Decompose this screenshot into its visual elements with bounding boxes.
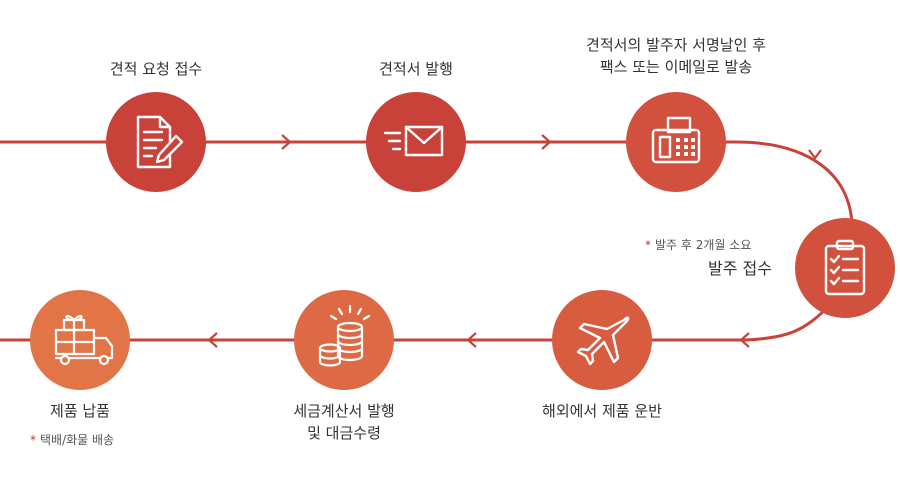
step-quote-label: 견적서 발행 [379, 58, 453, 80]
step-request-node [106, 92, 206, 192]
chevron-right-icon [281, 134, 292, 150]
chevron-left-icon [207, 332, 218, 348]
step-label-line: 제품 납품 [50, 402, 110, 420]
step-quote-node [366, 92, 466, 192]
step-label-line: 및 대금수령 [307, 424, 381, 442]
step-delivery-label: 제품 납품 [50, 400, 110, 422]
chevron-down-icon [808, 149, 822, 160]
note-marker: * [645, 238, 651, 252]
step-label-line: 팩스 또는 이메일로 발송 [599, 58, 753, 76]
step-circle [552, 290, 652, 390]
step-invoice-label: 세금계산서 발행 및 대금수령 [293, 400, 394, 444]
clipboard-checklist-icon [824, 239, 866, 296]
step-circle [795, 218, 895, 318]
step-label-line: 해외에서 제품 운반 [542, 402, 662, 420]
step-label-line: 견적서의 발주자 서명날인 후 [586, 36, 766, 54]
step-order-node [795, 218, 895, 318]
step-label-line: 견적 요청 접수 [109, 60, 203, 78]
delivery-note-text: 택배/화물 배송 [40, 433, 115, 447]
delivery-note: * 택배/화물 배송 [30, 431, 114, 448]
step-label-line: 견적서 발행 [379, 60, 453, 78]
step-order-label: 발주 접수 [708, 258, 772, 280]
chevron-left-icon [466, 332, 477, 348]
curve-from-order [744, 303, 832, 342]
step-label-line: 발주 접수 [708, 259, 772, 278]
envelope-icon [383, 125, 444, 157]
order-note: * 발주 후 2개월 소요 [645, 236, 751, 253]
step-label-line: 세금계산서 발행 [293, 402, 395, 420]
step-fax-label: 견적서의 발주자 서명날인 후 팩스 또는 이메일로 발송 [586, 34, 766, 78]
step-circle [294, 290, 394, 390]
order-note-text: 발주 후 2개월 소요 [655, 238, 752, 252]
step-circle [106, 92, 206, 192]
step-fax-node [626, 92, 726, 192]
coins-icon [318, 304, 371, 367]
document-pen-icon [136, 115, 184, 169]
delivery-truck-icon [54, 314, 114, 366]
note-marker: * [30, 433, 36, 447]
step-request-label: 견적 요청 접수 [110, 58, 202, 80]
step-shipping-node [552, 290, 652, 390]
step-circle [30, 290, 130, 390]
airplane-icon [576, 316, 630, 366]
curve-to-order [735, 140, 854, 226]
chevron-right-icon [541, 134, 552, 150]
chevron-left-icon [739, 332, 750, 348]
step-shipping-label: 해외에서 제품 운반 [542, 400, 662, 422]
fax-icon [651, 116, 701, 164]
step-circle [366, 92, 466, 192]
step-invoice-node [294, 290, 394, 390]
step-delivery-node [30, 290, 130, 390]
